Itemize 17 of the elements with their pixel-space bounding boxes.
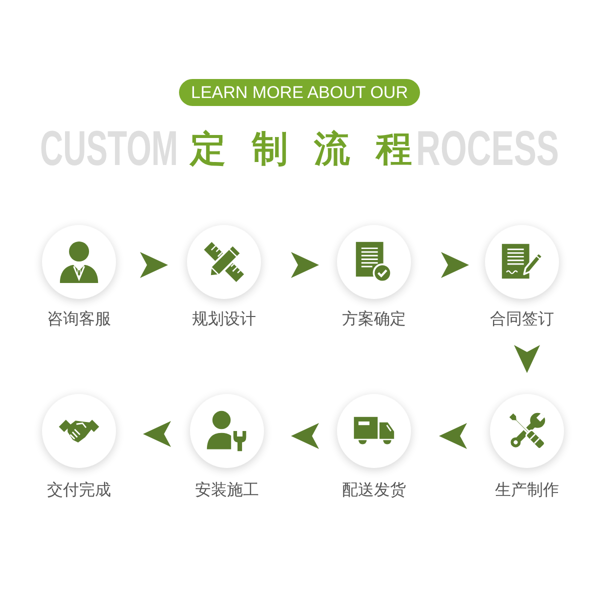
step-caption: 安装施工 — [195, 482, 259, 498]
step-caption: 生产制作 — [495, 482, 559, 498]
step-caption: 方案确定 — [342, 311, 406, 327]
chevron-arrow — [291, 423, 319, 449]
step-caption: 交付完成 — [47, 482, 111, 498]
chevron-arrow — [441, 252, 469, 278]
chevron-arrow — [291, 252, 319, 278]
step-caption: 咨询客服 — [47, 311, 111, 327]
chevron-arrow — [514, 345, 540, 373]
chevron-arrow — [140, 252, 168, 278]
step-caption: 配送发货 — [342, 482, 406, 498]
chevron-arrow — [143, 421, 171, 447]
step-caption: 规划设计 — [192, 311, 256, 327]
title: 定制流程 — [190, 132, 412, 168]
chevron-arrow — [439, 423, 467, 449]
step-caption: 合同签订 — [490, 311, 554, 327]
subtitle-banner: LEARN MORE ABOUT OUR — [179, 79, 420, 106]
